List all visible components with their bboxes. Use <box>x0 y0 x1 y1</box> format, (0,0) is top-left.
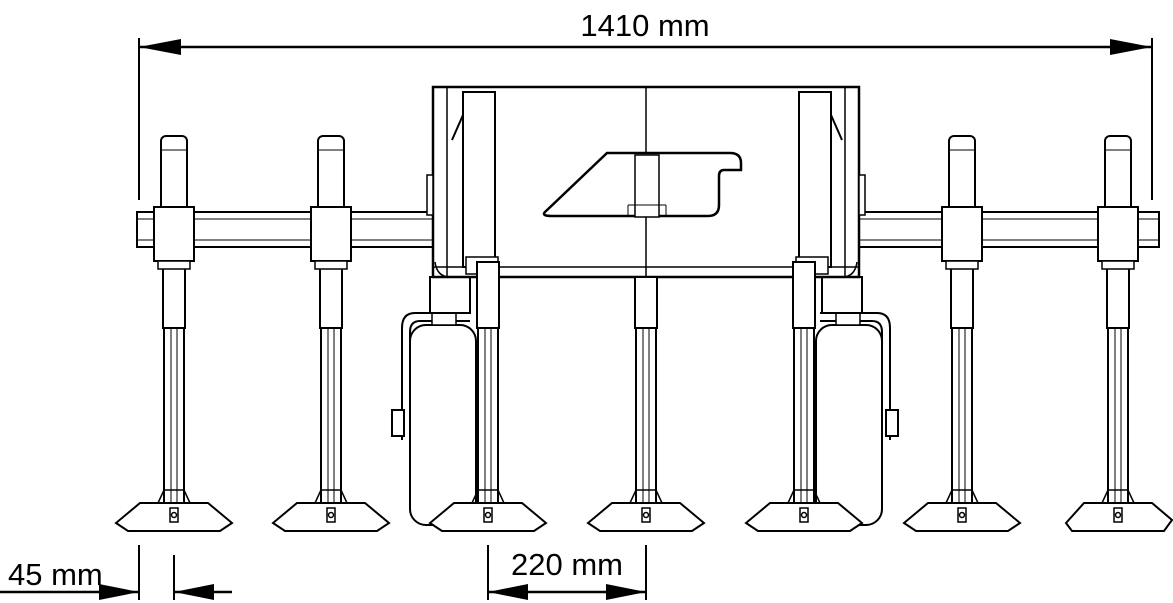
tine-spacing-label: 220 mm <box>511 547 623 582</box>
tine-7 <box>1064 135 1173 532</box>
tine-1 <box>114 135 234 532</box>
tine-5 <box>744 261 864 532</box>
right-depth-wheel <box>815 276 899 526</box>
tine-4 <box>586 276 706 532</box>
edge-offset-arrow-left <box>99 584 139 600</box>
overall-width-label: 1410 mm <box>580 8 709 43</box>
tine-6 <box>902 135 1022 532</box>
tine-2 <box>271 135 391 532</box>
tine-spacing-dimension: 220 mm <box>487 545 647 600</box>
overall-width-arrow-left <box>139 39 181 55</box>
edge-offset-label: 45 mm <box>8 557 103 592</box>
tine-spacing-arrow-left <box>488 584 528 600</box>
tine-3 <box>428 261 548 532</box>
overall-width-dimension: 1410 mm <box>138 8 1153 200</box>
edge-offset-dimension: 45 mm <box>0 545 232 600</box>
left-depth-wheel <box>391 276 477 526</box>
tine-spacing-arrow-right <box>606 584 646 600</box>
edge-offset-arrow-right <box>174 584 214 600</box>
center-frame <box>426 85 866 279</box>
overall-width-arrow-right <box>1110 39 1152 55</box>
